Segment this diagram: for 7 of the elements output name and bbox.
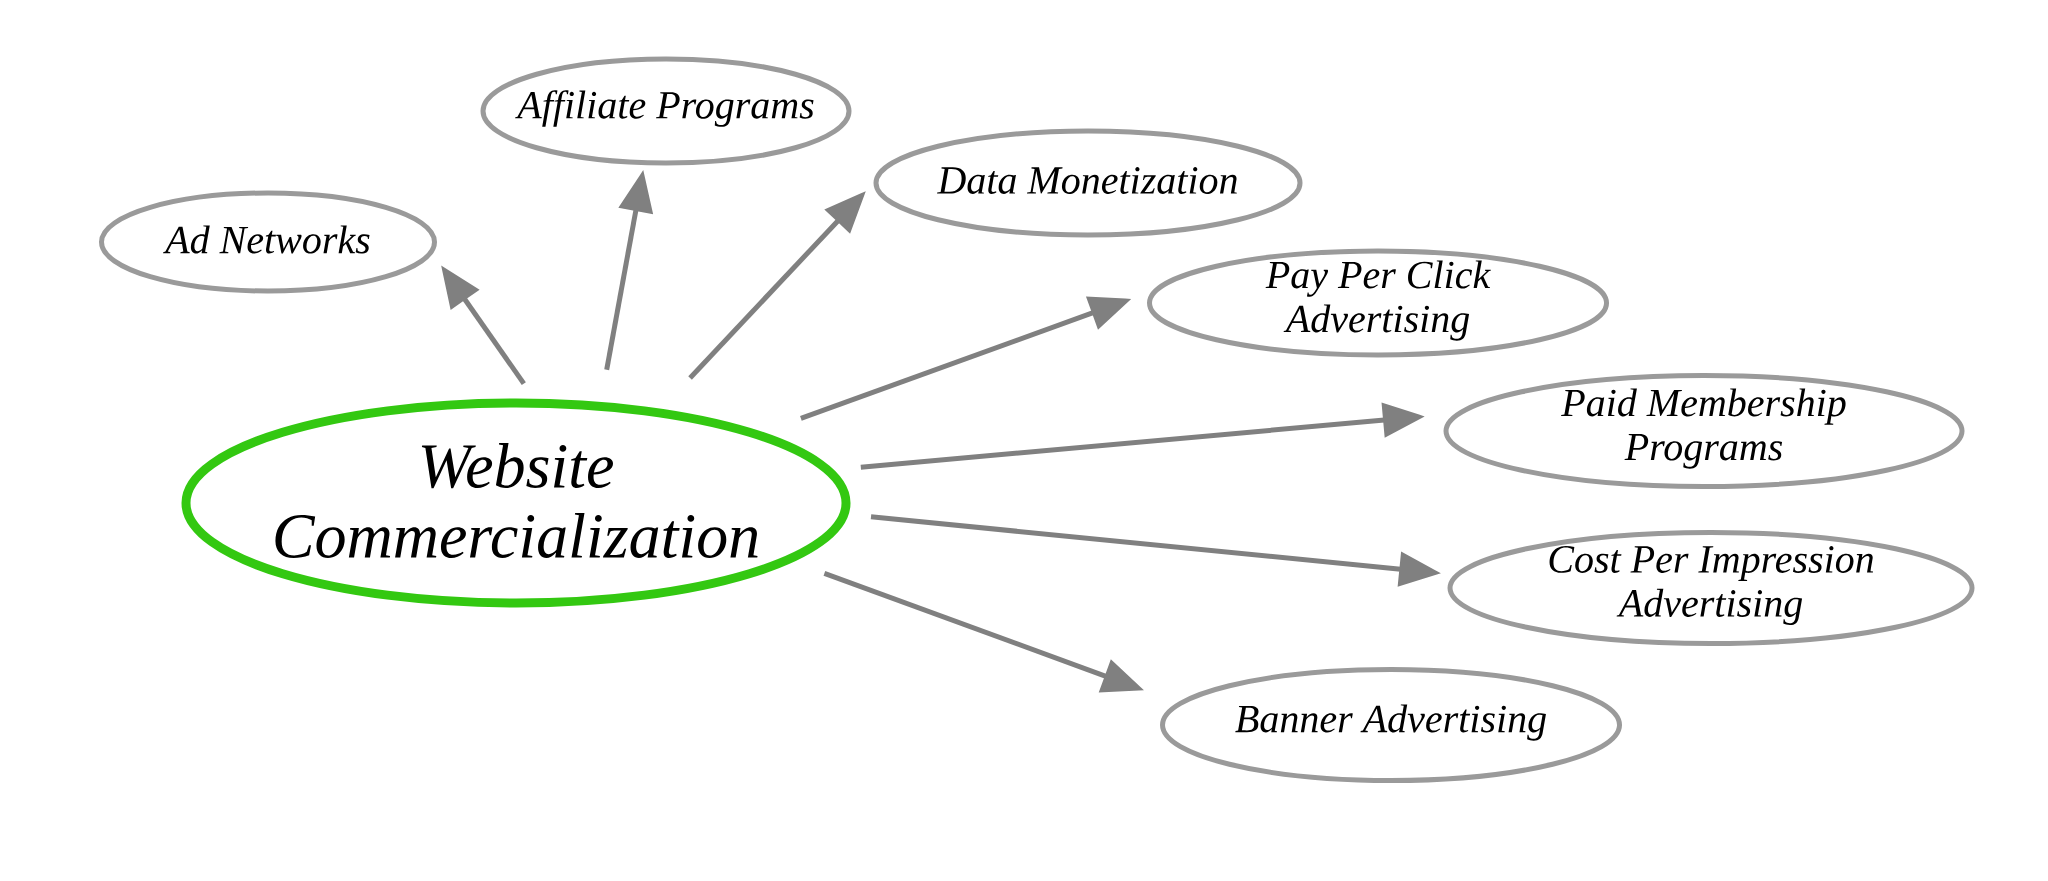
- ellipse-node: Ad Networks: [99, 190, 437, 294]
- ellipse-node: Pay Per Click Advertising: [1147, 248, 1609, 358]
- ellipse-node: Banner Advertising: [1160, 667, 1622, 783]
- ellipse-node: Cost Per Impression Advertising: [1447, 530, 1975, 646]
- ellipse-node: Data Monetization: [873, 128, 1303, 238]
- ellipse-node: Paid Membership Programs: [1443, 373, 1965, 489]
- ellipse-node: Affiliate Programs: [480, 56, 852, 166]
